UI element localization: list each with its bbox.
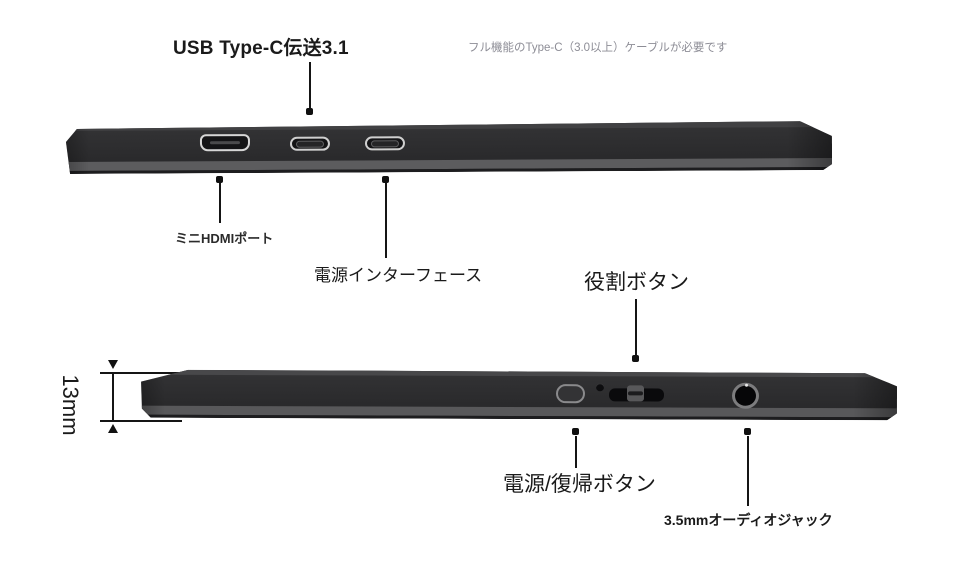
power-resume-label: 電源/復帰ボタン bbox=[503, 473, 656, 496]
device-right-bevel bbox=[853, 370, 898, 420]
power-resume-pointer-dot bbox=[572, 428, 579, 435]
power-interface-pointer-dot bbox=[382, 176, 389, 183]
role-button-pointer-dot bbox=[632, 355, 639, 362]
power-interface-pointer-line bbox=[385, 183, 387, 258]
monitor-top-edge bbox=[63, 120, 832, 174]
power-interface-label: 電源インターフェース bbox=[314, 266, 483, 285]
audio-jack-label: 3.5mmオーディオジャック bbox=[664, 512, 833, 528]
usb-typec-pointer-line bbox=[309, 62, 311, 109]
audio-jack-pointer-line bbox=[747, 436, 749, 506]
role-button-pointer-line bbox=[635, 299, 637, 356]
power-resume-button bbox=[556, 384, 585, 403]
device-right-bevel bbox=[787, 120, 832, 170]
audio-jack-pointer-dot bbox=[744, 428, 751, 435]
device-left-bevel bbox=[139, 368, 165, 418]
monitor-bottom-edge bbox=[139, 368, 898, 421]
measure-tick-bottom bbox=[100, 420, 182, 422]
usb-typec-label: USB Type-C伝送3.1 bbox=[173, 38, 349, 59]
usb-c-port-1 bbox=[290, 137, 330, 151]
measure-arrow-down-icon bbox=[108, 360, 118, 369]
usb-c-port-2 bbox=[365, 136, 405, 150]
power-resume-pointer-line bbox=[575, 436, 577, 468]
usb-typec-pointer-dot bbox=[306, 108, 313, 115]
role-slider-knob bbox=[627, 385, 644, 401]
device-left-bevel bbox=[63, 124, 89, 174]
audio-jack-port bbox=[732, 383, 759, 409]
mini-hdmi-pointer-dot bbox=[216, 176, 223, 183]
role-button-label: 役割ボタン bbox=[584, 271, 689, 294]
measure-arrow-up-icon bbox=[108, 424, 118, 433]
mini-hdmi-label: ミニHDMIポート bbox=[175, 231, 274, 246]
measure-tick-top bbox=[100, 372, 188, 374]
thickness-label: 13mm bbox=[58, 374, 83, 436]
measure-line bbox=[112, 373, 114, 421]
cable-requirement-note: フル機能のType-C（3.0以上）ケーブルが必要です bbox=[468, 42, 728, 54]
mini-hdmi-port bbox=[200, 134, 250, 151]
led-indicator bbox=[596, 383, 604, 391]
role-slider bbox=[609, 388, 664, 401]
mini-hdmi-pointer-line bbox=[219, 183, 221, 223]
